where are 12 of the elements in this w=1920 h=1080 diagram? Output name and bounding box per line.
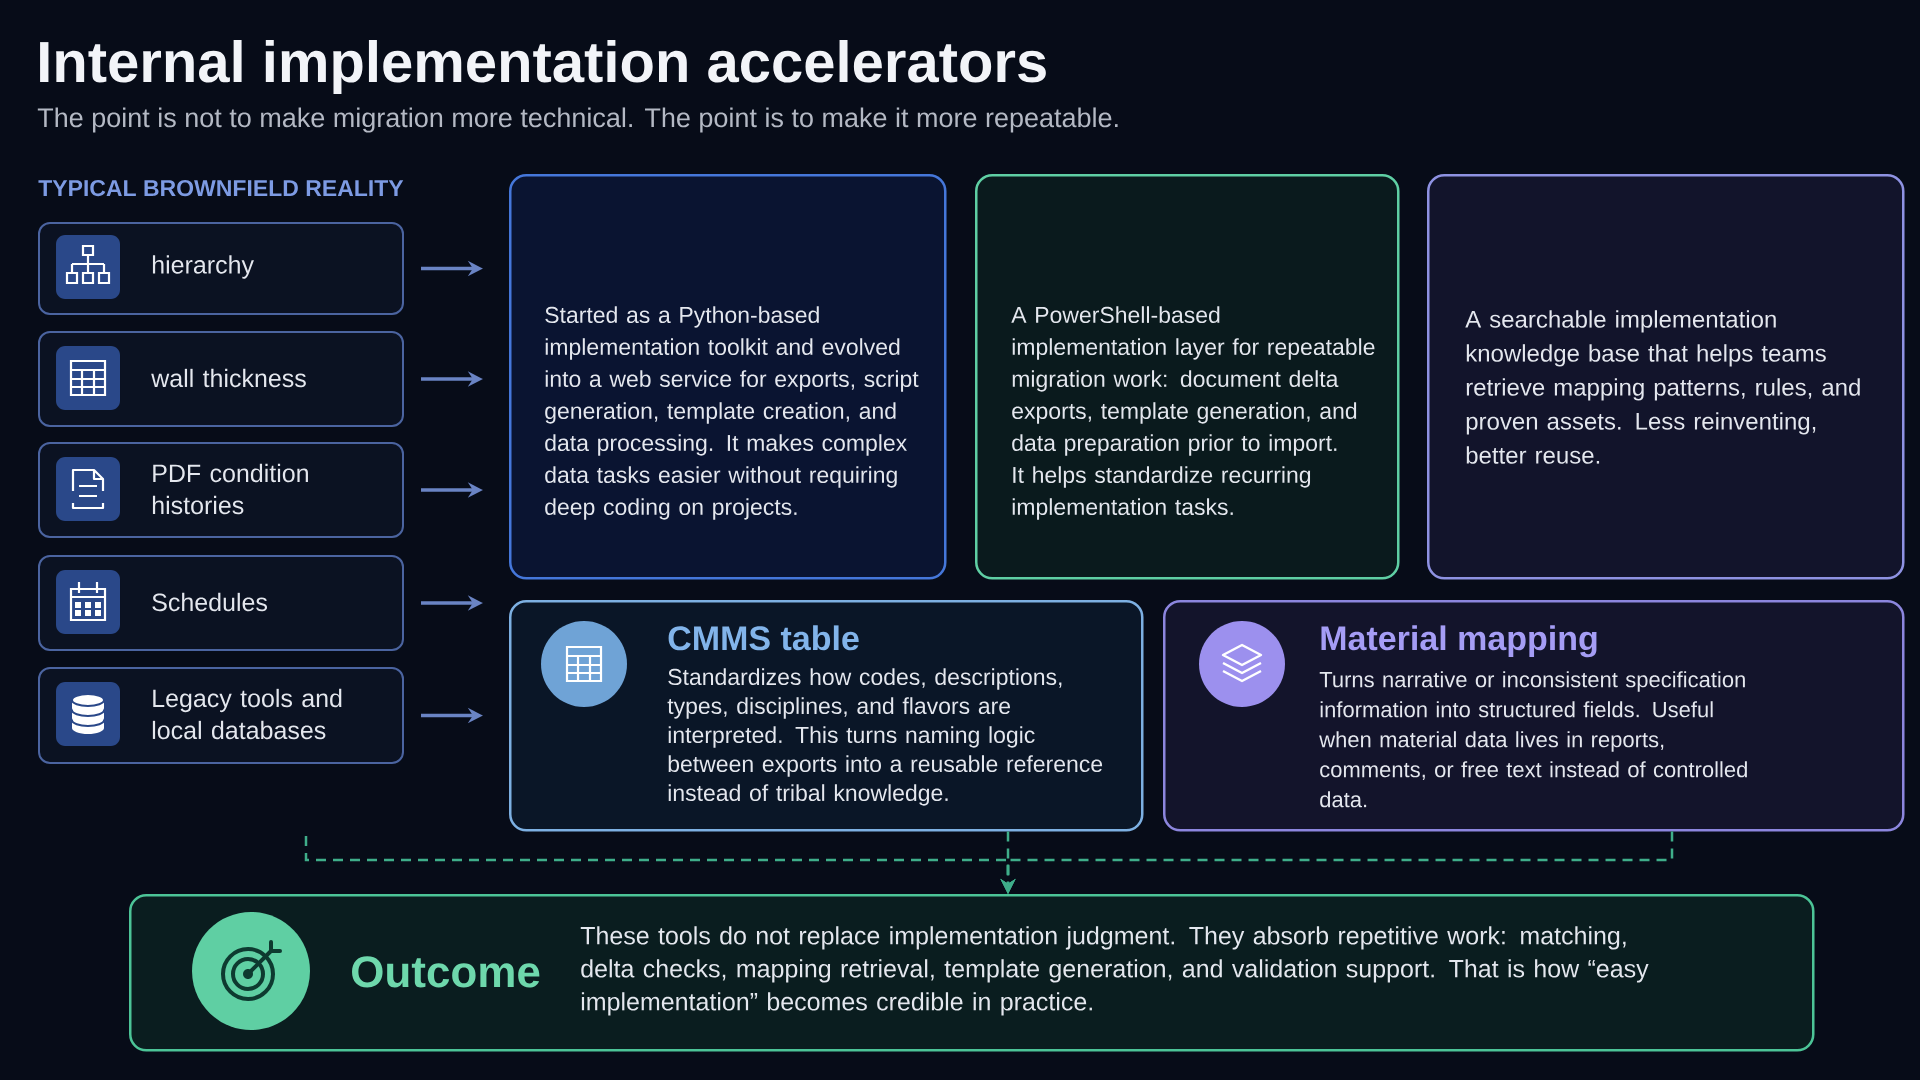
outcome-text: These tools do not replace implementation judgment. They absorb repetitive work: matching, delta checks, mapping retrieval, template generation, and validation support. That is how “easy implementation” becomes credible in practice. — [580, 926, 1649, 1016]
card-heading: Material mapping — [1321, 625, 1597, 658]
section-label: TYPICAL BROWNFIELD REALITY — [38, 179, 404, 197]
card-text: Turns narrative or inconsistent specification information into structured fields. Useful when material data lives in reports, comments, or free text instead of controlled data. — [1319, 671, 1747, 808]
outcome-heading: Outcome — [352, 956, 540, 988]
subtitle: The point is not to make migration more technical. The point is to make it more repeatable. — [37, 107, 1118, 133]
card-text: Standardizes how codes, descriptions, types, disciplines, and flavors are interpreted. This turns naming logic between exports into a reusable reference instead of tribal knowledge. — [667, 668, 1103, 806]
title: Internal implementation accelerators — [40, 39, 1046, 95]
tool-card: A searchable implementation knowledge base that helps teams retrieve mapping patterns, rules, and proven assets. Less reinventing, better reuse. — [1427, 174, 1905, 580]
tool-card: Started as a Python-based implementation toolkit and evolved into a web service for exports, script generation, template creation, and data processing. It makes complex data tasks easier without requiring deep coding on projects. — [509, 174, 947, 580]
card-heading: CMMS table — [668, 625, 859, 651]
tool-card: A PowerShell-based implementation layer for repeatable migration work: document delta exports, template generation, and data preparation prior to import. It helps standardize recurring implementation tasks. — [975, 174, 1400, 580]
